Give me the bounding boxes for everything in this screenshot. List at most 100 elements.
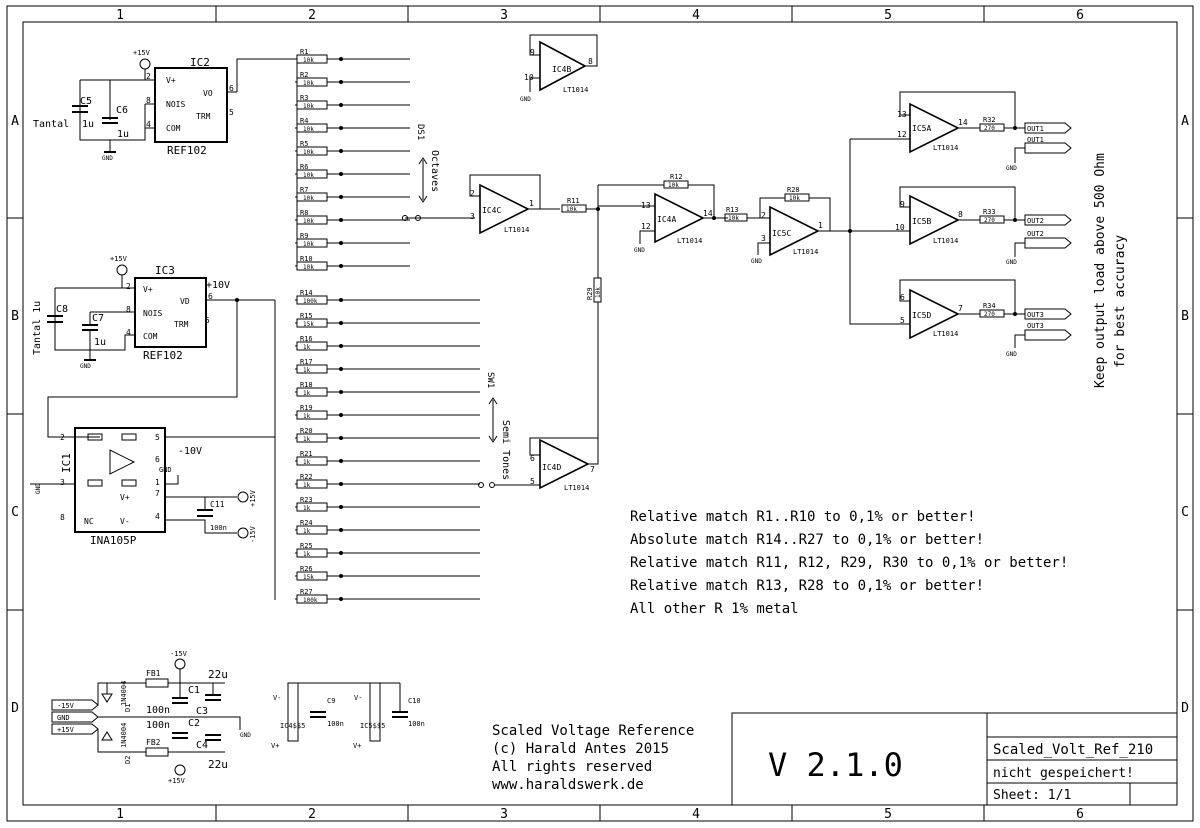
- pin-number: 12: [641, 222, 651, 231]
- tolerance-notes: Relative match R1..R10 to 0,1% or better…: [630, 509, 1068, 617]
- pin-number: 5: [229, 108, 234, 117]
- out1-label: OUT1: [1027, 136, 1044, 144]
- gnd-label: GND: [159, 466, 172, 474]
- out3-label: OUT3: [1027, 311, 1044, 319]
- c8-ref: C8: [56, 304, 68, 315]
- c9-value: 100n: [327, 720, 344, 728]
- pin-label: COM: [166, 124, 181, 133]
- resistor-value: 1k: [303, 505, 311, 512]
- out2-port-ground: [1024, 237, 1072, 249]
- pin-number: 4: [146, 120, 151, 129]
- note-line: Relative match R11, R12, R29, R30 to 0,1…: [630, 555, 1068, 571]
- r11-ref: R11: [567, 197, 580, 205]
- pin-label: V+: [120, 493, 130, 502]
- ic1-value: INA105P: [90, 534, 137, 547]
- ds1-octave-switch[interactable]: DS1 Octaves: [402, 124, 476, 221]
- ic5c-ref: IC5C: [772, 229, 791, 238]
- supply-label: +15V: [110, 255, 128, 263]
- row-label: D: [11, 701, 19, 716]
- ds1-label: Octaves: [429, 150, 440, 192]
- supply-symbol: [139, 58, 151, 70]
- pin-number: 12: [897, 130, 907, 139]
- resistor-ref: R7: [300, 186, 308, 194]
- fb1-ref: FB1: [146, 669, 161, 678]
- column-label: 3: [500, 807, 508, 822]
- credit-line: (c) Harald Antes 2015: [492, 741, 669, 757]
- column-label: 2: [308, 807, 316, 822]
- ic5d-ref: IC5D: [912, 311, 931, 320]
- sw1-semitone-switch[interactable]: SW1 Semi Tones: [478, 372, 541, 488]
- supply-symbol: [174, 658, 186, 670]
- column-label: 6: [1076, 8, 1084, 23]
- r13-value: 10k: [728, 215, 739, 222]
- supply-label: +15V: [168, 777, 186, 785]
- resistor-value: 1k: [303, 551, 311, 558]
- pin-number: 1: [818, 221, 823, 230]
- c2-value: 100n: [146, 720, 170, 731]
- resistor-value: 1k: [303, 390, 311, 397]
- pin-label: TRM: [174, 320, 189, 329]
- column-label: 1: [116, 8, 124, 23]
- ic5d-opamp: IC5D LT1014 6 5 7: [849, 139, 1016, 340]
- r34-value: 270: [984, 311, 995, 318]
- c11-value: 100n: [210, 524, 227, 532]
- pin-number: 6: [530, 454, 535, 463]
- resistor-ref: R17: [300, 358, 313, 366]
- credit-line: www.haraldswerk.de: [492, 777, 644, 793]
- resistor-value: 10k: [303, 126, 314, 133]
- c3-value: 22u: [208, 668, 228, 681]
- supply-label: GND: [57, 714, 70, 722]
- c6-ref: C6: [116, 105, 128, 116]
- ic5c-opamp: IC5C LT1014 2 3 1 GND: [751, 205, 852, 265]
- resistor-value: 1k: [303, 344, 311, 351]
- pin-number: 10: [524, 73, 534, 82]
- pin-label: TRM: [196, 112, 211, 121]
- pin-label: NOIS: [143, 309, 162, 318]
- c10-ref: C10: [408, 697, 421, 705]
- resistor-ref: R4: [300, 117, 308, 125]
- c4-value: 22u: [208, 758, 228, 771]
- pin-number: 4: [155, 512, 160, 521]
- diode-value: 1N4004: [120, 723, 128, 748]
- out3-port: [1024, 308, 1072, 320]
- ic1-difference-amplifier: IC1 INA105P 2 5 6 3 1 7 8 4 V+ NC V- GND…: [30, 427, 275, 547]
- row-label: A: [11, 114, 19, 129]
- r28-value: 10k: [789, 195, 800, 202]
- c8-value: Tantal 1u: [32, 301, 43, 355]
- pin-number: 9: [530, 48, 535, 57]
- supply-label: +15V: [249, 489, 257, 507]
- column-label: 3: [500, 8, 508, 23]
- ic2-value: REF102: [167, 144, 207, 157]
- gnd-label: GND: [1006, 259, 1017, 266]
- supply-label: +15V: [133, 49, 151, 57]
- resistor-value: 1k: [303, 436, 311, 443]
- note-line: Relative match R13, R28 to 0,1% or bette…: [630, 578, 984, 594]
- load-note: Keep output load above 500 Ohm for best …: [1093, 153, 1128, 388]
- row-label: B: [1181, 309, 1189, 324]
- diode-value: 1N4004: [120, 681, 128, 706]
- row-label: A: [1181, 114, 1189, 129]
- resistor-ref: R10: [300, 255, 313, 263]
- pin-label: V+: [271, 742, 279, 750]
- c5-cap: 1u: [82, 119, 94, 130]
- pin-number: 8: [146, 96, 151, 105]
- pin-label: V+: [143, 285, 153, 294]
- out3-port-ground: [1024, 329, 1072, 341]
- pin-number: 3: [761, 234, 766, 243]
- ic4b-ref: IC4B: [552, 65, 571, 74]
- sw1-label: Semi Tones: [500, 420, 511, 480]
- credit-line: All rights reserved: [492, 759, 652, 775]
- note-line: All other R 1% metal: [630, 601, 799, 617]
